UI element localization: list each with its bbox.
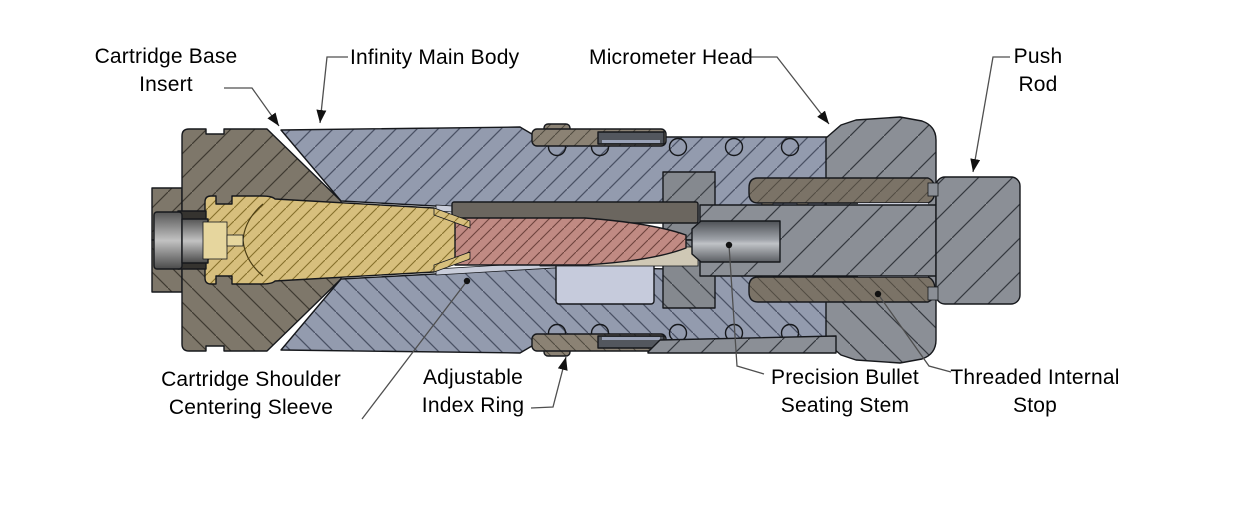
- leader-micrometer-head: [749, 56, 830, 125]
- leader-seating-stem: [725, 241, 765, 375]
- index-clamp-slot: [602, 140, 660, 143]
- leader-internal-stop: [874, 290, 952, 373]
- label-cartridge-base-insert: Cartridge Base Insert: [94, 45, 238, 96]
- cartridge-case: [204, 195, 469, 285]
- threaded-internal-stop-section: [748, 177, 936, 204]
- micrometer-thimble-skirt: [647, 335, 837, 354]
- leader-centering-sleeve: [361, 277, 471, 420]
- thread-crest: [780, 137, 800, 157]
- thread-crest: [668, 137, 688, 157]
- leader-push-rod: [970, 56, 1010, 173]
- push-rod-section: [935, 176, 1021, 305]
- bullet-seating-stem: [691, 220, 781, 263]
- flash-hole-channel: [226, 234, 244, 247]
- primer-boss: [202, 221, 228, 260]
- push-rod-step: [927, 182, 939, 197]
- label-micrometer-head: Micrometer Head: [589, 46, 754, 69]
- bullet: [454, 217, 687, 266]
- punch-head: [153, 211, 183, 270]
- leader-cartridge-base-insert: [224, 87, 280, 127]
- case-neck-wall-bottom: [433, 251, 471, 273]
- push-rod-step: [927, 286, 939, 301]
- label-push-rod: Push Rod: [1013, 45, 1063, 96]
- thread-crest: [724, 137, 744, 157]
- case-neck-wall-top: [433, 207, 471, 229]
- label-cartridge-shoulder-centering-sleeve: Cartridge Shoulder Centering Sleeve: [161, 368, 341, 419]
- label-adjustable-index-ring: Adjustable Index Ring: [421, 366, 525, 417]
- leader-infinity-main-body: [316, 56, 348, 124]
- label-threaded-internal-stop: Threaded Internal Stop: [950, 366, 1120, 417]
- label-precision-bullet-seating-stem: Precision Bullet Seating Stem: [771, 366, 919, 417]
- label-infinity-main-body: Infinity Main Body: [350, 46, 520, 69]
- leader-index-ring: [530, 356, 568, 409]
